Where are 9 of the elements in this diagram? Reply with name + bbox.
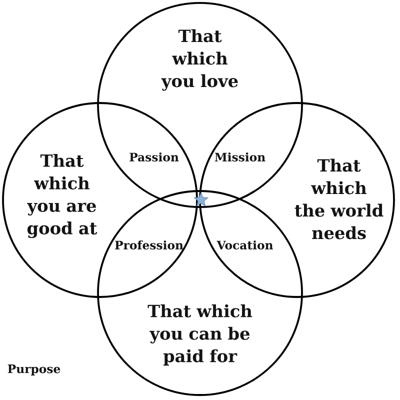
circle-text: That which you are good at [27,154,98,238]
circle-text: That which the world needs [294,158,384,240]
overlap-label: Vocation [216,240,273,250]
circle-text: That which you can be paid for [148,304,252,366]
circle-text: That which you love [161,29,238,91]
overlap-label: Mission [214,152,266,162]
overlap-label: Passion [130,152,179,162]
note-text: Purpose [8,364,60,376]
overlap-label: Profession [115,240,184,250]
